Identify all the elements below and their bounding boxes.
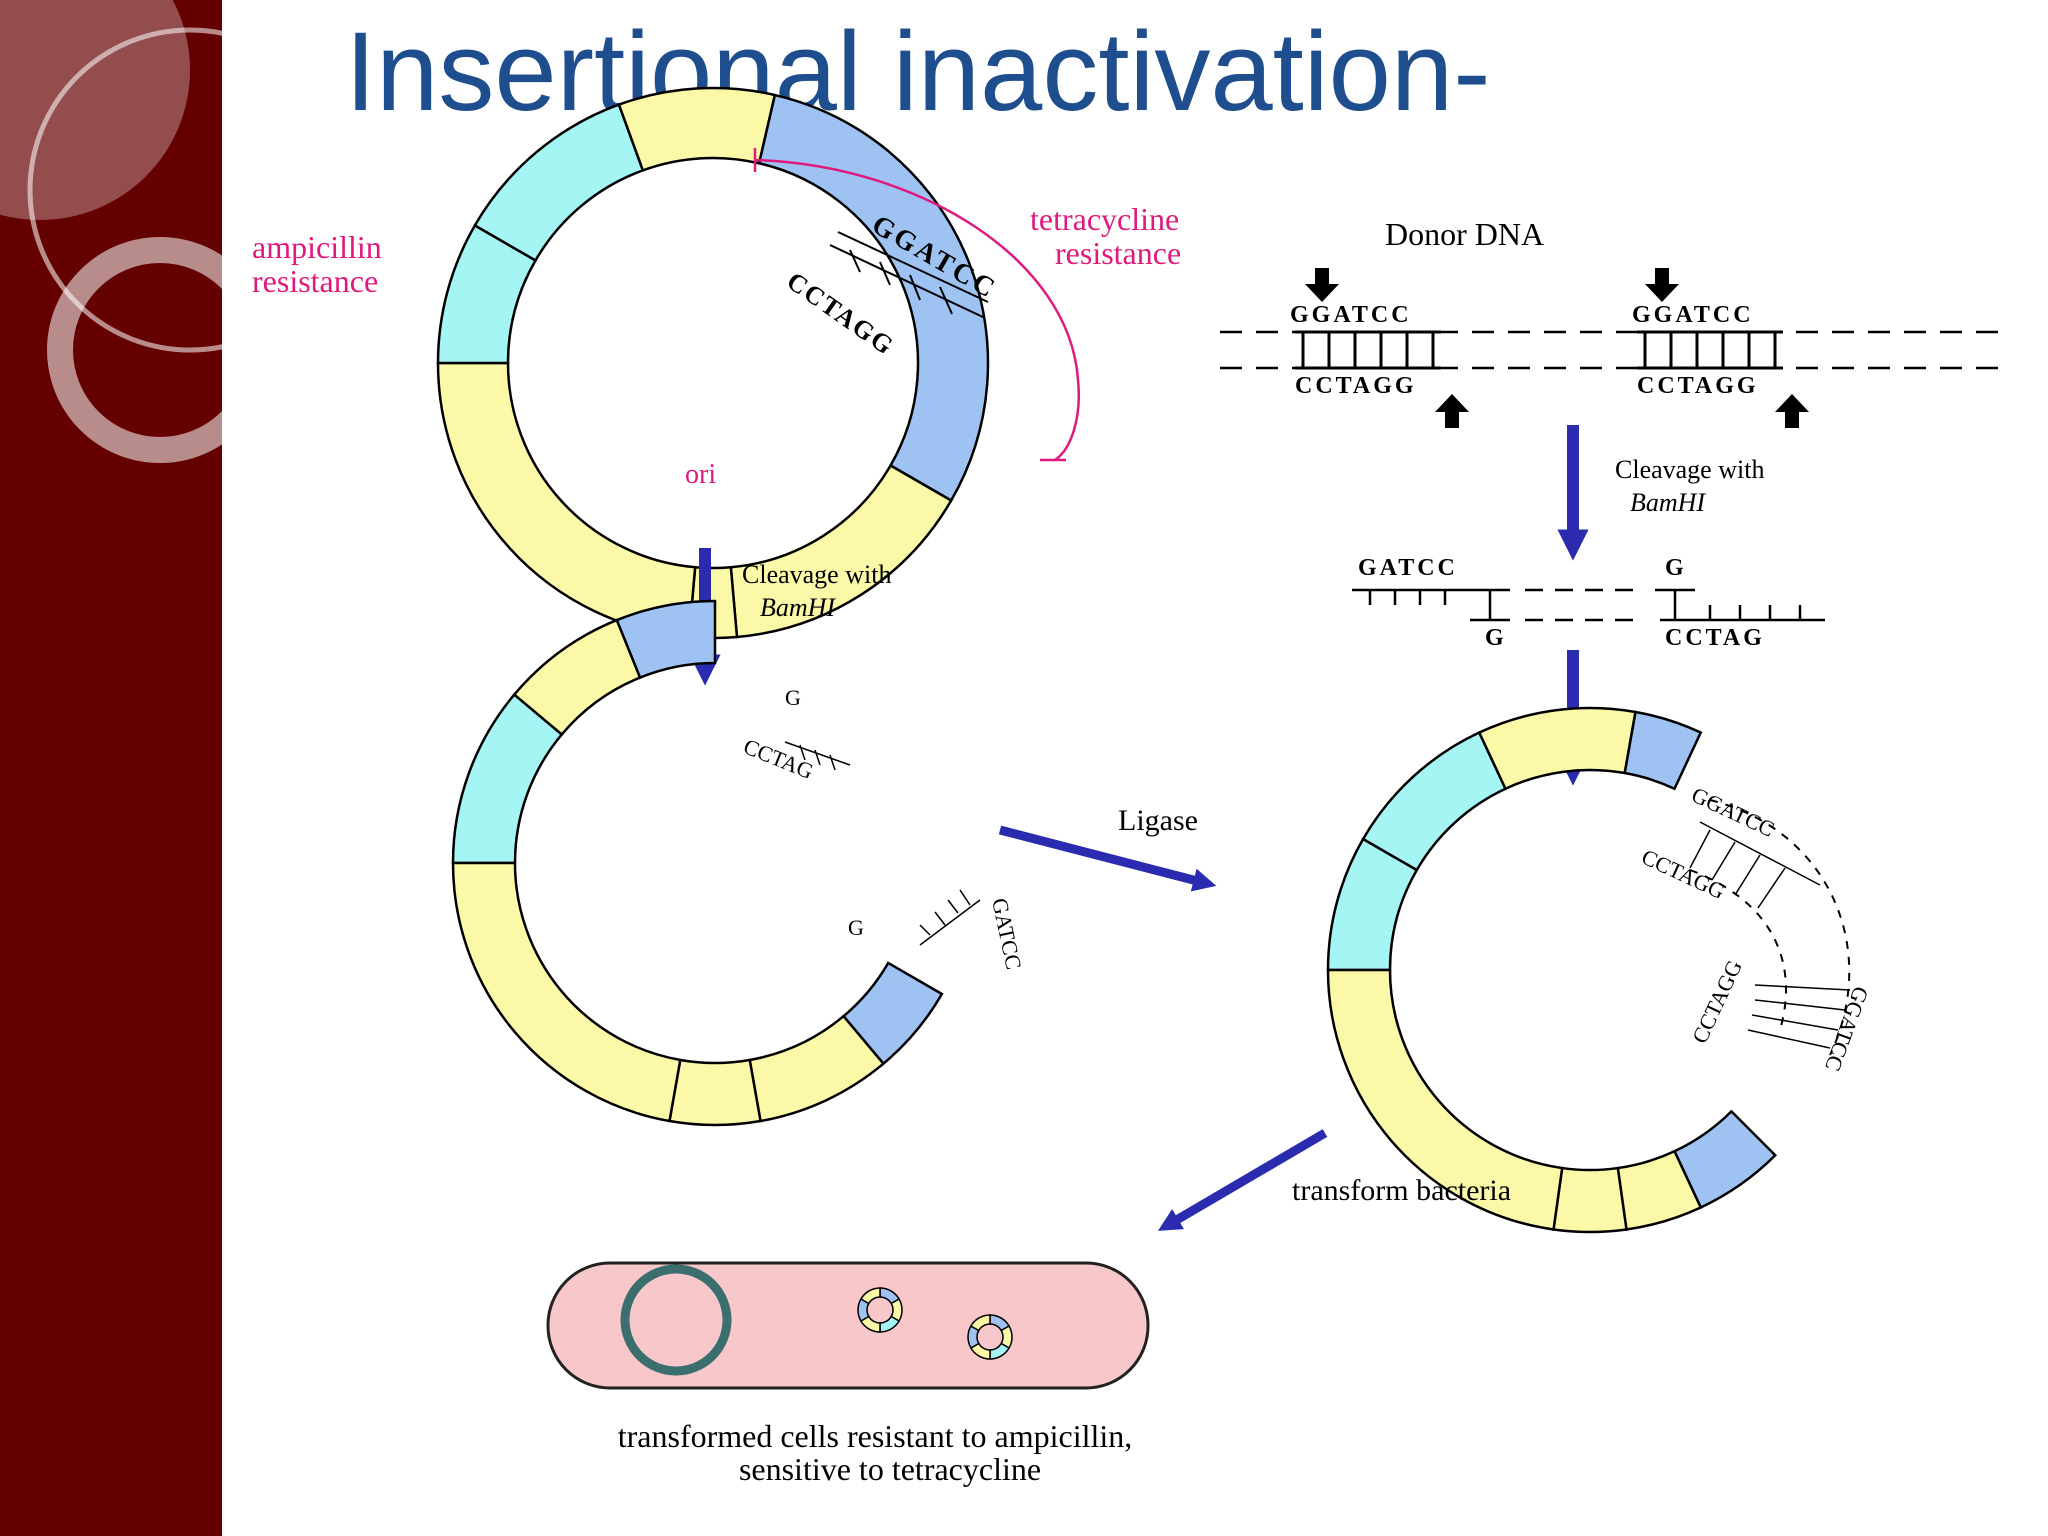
donor-site-bottom-2: CCTAGG <box>1637 373 1759 399</box>
ring-segment <box>436 223 538 365</box>
ligase-label: Ligase <box>1118 804 1198 837</box>
donor-site-left <box>1295 330 1441 370</box>
sidebar-decoration <box>0 0 222 463</box>
tetracycline-gene-bracket <box>754 158 1080 462</box>
recombinant-plasmid-copy <box>967 1314 1013 1360</box>
insert-inner-dashed <box>1689 869 1787 1031</box>
fragment-right-top: G <box>1665 555 1684 581</box>
ring-segment <box>436 361 697 639</box>
decorative-disc <box>0 0 190 220</box>
ring-segment <box>451 861 682 1123</box>
ring-segment <box>1623 710 1703 791</box>
plasmid-vector: ampicillin resistance tetracycline resis… <box>252 86 1181 640</box>
recombinant-ring <box>1326 706 1778 1234</box>
ring-segment <box>969 1314 991 1332</box>
ring-segment <box>859 1287 881 1305</box>
plasmid-site-ladder <box>829 231 989 319</box>
recombinant-plasmid: GGATCC CCTAGG GGATCC CCTAGG <box>1326 706 1874 1234</box>
plasmid-site-bottom-strand: CCTAGG <box>782 266 900 361</box>
bacterium-cell <box>546 1261 1150 1390</box>
cut-arrow-up <box>1435 394 1469 428</box>
ligase-arrow <box>998 825 1217 892</box>
cut-lower-single-base: G <box>848 915 864 940</box>
fragment-right-bottom: CCTAG <box>1665 625 1765 651</box>
cut-arrow-up <box>1775 394 1809 428</box>
insert-outer-dashed <box>1709 799 1851 1056</box>
cleavage-label-right: Cleavage with <box>1615 455 1764 484</box>
donor-dna: Donor DNA GGATCC CCTAGG GGATCC CCTAGG <box>1220 216 2010 428</box>
cut-lower-strand: GATCC <box>987 896 1026 972</box>
ampicillin-label: ampicillin <box>252 229 382 265</box>
ampicillin-label-line2: resistance <box>252 263 378 299</box>
donor-fragment-sticky-ends: GATCC G G CCTAG <box>1352 555 1825 651</box>
transform-arrow <box>1157 1129 1328 1231</box>
recombinant-top-outer: GGATCC <box>1688 782 1778 842</box>
cleavage-enzyme-left: BamHI <box>760 593 836 622</box>
ring-segment <box>668 1058 762 1127</box>
cut-top-strand: CCTAG <box>740 733 817 783</box>
recombinant-plasmid-copy <box>857 1287 903 1333</box>
ring-segment <box>1361 730 1508 872</box>
slide-sidebar <box>0 0 222 1536</box>
donor-site-top-2: GGATCC <box>1632 302 1754 328</box>
caption-line1: transformed cells resistant to ampicilli… <box>618 1418 1133 1454</box>
decorative-ring <box>27 27 222 353</box>
cut-arrow-down <box>1305 268 1339 302</box>
fragment-left-bottom: G <box>1485 625 1504 651</box>
slide-title: Insertional inactivation- <box>345 9 1491 134</box>
transform-label: transform bacteria <box>1292 1174 1511 1207</box>
ring-segment <box>1326 968 1564 1231</box>
ring-segment <box>1552 1166 1628 1234</box>
fragment-left-top: GATCC <box>1358 555 1458 581</box>
donor-dna-label: Donor DNA <box>1385 216 1544 252</box>
donor-site-right <box>1637 330 1783 370</box>
decorative-ring <box>47 237 222 463</box>
tetracycline-label-line2: resistance <box>1055 235 1181 271</box>
caption-line2: sensitive to tetracycline <box>739 1451 1041 1487</box>
cut-plasmid: G CCTAG G GATCC <box>451 599 1027 1127</box>
ring-segment <box>473 102 645 263</box>
cut-arrow-down <box>1645 268 1679 302</box>
ori-label: ori <box>685 459 716 490</box>
cleavage-label-left: Cleavage with <box>742 560 891 589</box>
ring-segment <box>615 599 717 680</box>
ring-segment <box>757 93 990 503</box>
recombinant-lower-inner: CCTAGG <box>1687 956 1747 1047</box>
cut-plasmid-ring <box>451 599 944 1127</box>
bacterial-chromosome <box>620 1264 732 1376</box>
ring-segment <box>617 86 777 172</box>
ring-segment <box>1477 706 1637 791</box>
cut-top-single-base: G <box>785 685 801 710</box>
cleavage-enzyme-right: BamHI <box>1630 488 1706 517</box>
donor-site-top-1: GGATCC <box>1290 302 1412 328</box>
plasmid-ring <box>436 86 990 640</box>
donor-site-bottom-1: CCTAGG <box>1295 373 1417 399</box>
tetracycline-label: tetracycline <box>1030 201 1179 237</box>
